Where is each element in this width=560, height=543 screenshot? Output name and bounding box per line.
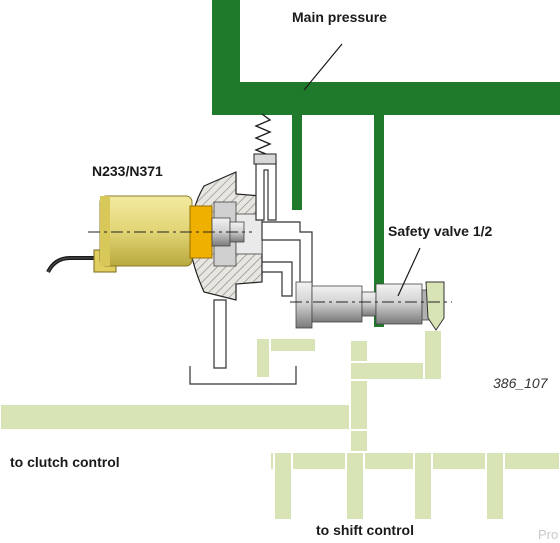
solenoid-valve xyxy=(46,195,252,273)
main-pressure-lines xyxy=(212,0,560,327)
clutch-control-label: to clutch control xyxy=(10,454,120,470)
shift-control-leg-1 xyxy=(273,451,293,521)
shift-control-leg-3 xyxy=(413,451,433,521)
valve-end-riser xyxy=(423,329,443,381)
sump-outline xyxy=(189,366,297,385)
regulator-spring xyxy=(253,113,277,165)
main-pressure-branch-1 xyxy=(292,112,302,210)
riser-channel xyxy=(349,339,369,431)
shift-control-leg-4 xyxy=(485,451,505,521)
valve-left-drop xyxy=(255,337,271,379)
corner-text: Pro xyxy=(538,527,559,542)
main-pressure-leader xyxy=(303,43,343,91)
shift-control-label: to shift control xyxy=(316,522,414,538)
main-pressure-label: Main pressure xyxy=(292,9,387,25)
shift-control-leg-2 xyxy=(345,451,365,521)
solenoid-label: N233/N371 xyxy=(92,163,163,179)
regulator-ducts xyxy=(213,159,313,369)
clutch-control-channel xyxy=(0,403,366,431)
safety-valve-leader xyxy=(397,247,421,297)
safety-valve-label: Safety valve 1/2 xyxy=(388,223,493,239)
control-pressure-channels xyxy=(0,329,560,521)
safety-valve xyxy=(290,281,452,331)
main-pressure-branch-2 xyxy=(374,112,384,327)
figure-id-label: 386_107 xyxy=(493,375,548,391)
main-pressure-horizontal xyxy=(212,82,560,115)
